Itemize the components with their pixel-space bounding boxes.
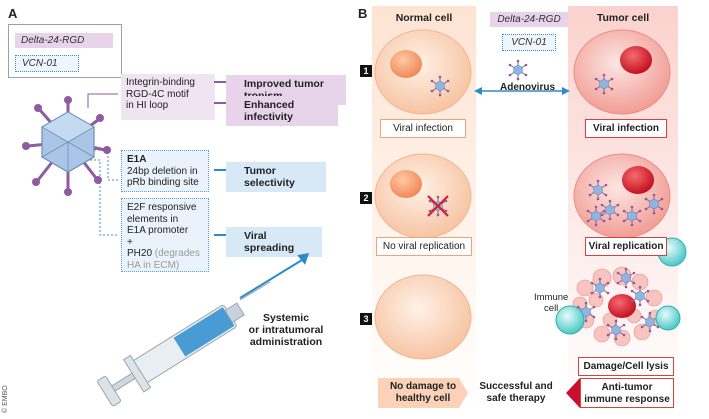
antitumor-line-1: Anti-tumor [601, 382, 653, 393]
e2f-ph20-box: E2F responsive elements in E1A promoter … [121, 198, 209, 272]
administration-label: Systemic or intratumoral administration [244, 312, 328, 348]
ph20-note-2: HA in ECM) [127, 259, 180, 271]
immune-cell-line-1: Immune [534, 292, 569, 303]
cell-lysis-cluster [572, 266, 665, 347]
rgd-line-2: RGD-4C motif [126, 88, 189, 100]
cells-illustration [374, 29, 687, 360]
injection-arrow [239, 259, 303, 299]
normal-cell-2 [374, 153, 472, 239]
normal-cell-1 [374, 29, 472, 115]
tumor-cell-1 [573, 29, 671, 115]
tumor-cell-header: Tumor cell [596, 12, 650, 24]
administration-line-2: or intratumoral [248, 324, 324, 336]
legend-tag-delta24: Delta-24-RGD [15, 33, 113, 48]
outcome-viral-spreading: Viral spreading [226, 227, 322, 257]
immune-cell-label: Immune cell [534, 292, 568, 314]
adenovirus-illustration [22, 93, 118, 236]
tag-delta24-rgd: Delta-24-RGD [490, 12, 568, 27]
normal-nucleus-2 [390, 170, 422, 198]
tumor-nucleus-1 [620, 46, 652, 74]
normal-nucleus-1 [390, 50, 422, 78]
outcome-tumor-selectivity: Tumor selectivity [226, 162, 326, 192]
therapy-line-1: Successful and [479, 381, 553, 392]
therapy-label: Successful and safe therapy [474, 381, 558, 405]
normal-cell-3 [374, 274, 472, 360]
panel-b-letter: B [358, 6, 368, 21]
e2f-line-1: E2F responsive [127, 202, 197, 213]
panel-a-letter: A [8, 6, 18, 21]
legend-tag-vcn01: VCN-01 [15, 55, 79, 72]
immune-cell-3 [655, 305, 681, 331]
outcome-infectivity: Enhanced infectivity [226, 96, 338, 126]
no-damage-line-1: No damage to [389, 381, 457, 392]
step-1-badge: 1 [360, 65, 372, 77]
e2f-line-3: E1A promoter [127, 225, 189, 236]
tumor-cell-2 [573, 153, 671, 239]
no-damage-box: No damage to healthy cell [378, 378, 468, 408]
immune-cell-1 [555, 305, 585, 335]
administration-line-3: administration [249, 336, 323, 348]
legend-box: Delta-24-RGD VCN-01 [8, 24, 122, 78]
step-2-badge: 2 [360, 192, 372, 204]
immune-cell-line-2: cell [544, 303, 559, 314]
no-damage-line-2: healthy cell [395, 393, 451, 404]
rgd-line-1: Integrin-binding [126, 77, 195, 88]
credit: © EMBO [2, 385, 9, 413]
step-3-badge: 3 [360, 313, 372, 325]
ph20-line: PH20 (degrades [127, 248, 203, 260]
e2f-line-2: elements in [127, 213, 179, 225]
normal-cell-header: Normal cell [395, 12, 453, 24]
e1a-line-1: 24bp deletion in [127, 165, 198, 177]
adenovirus-label: Adenovirus [500, 82, 556, 93]
e2f-line-4: + [127, 236, 133, 248]
damage-lysis-box: Damage/Cell lysis [578, 357, 674, 376]
tag-vcn01: VCN-01 [502, 34, 556, 51]
ph20-label: PH20 [127, 248, 153, 259]
tumor-status-replication: Viral replication [585, 237, 667, 256]
syringe-illustration [97, 253, 310, 407]
tumor-status-infection: Viral infection [585, 119, 667, 138]
normal-status-infection: Viral infection [380, 119, 466, 138]
e1a-title: E1A [127, 154, 147, 165]
therapy-line-2: safe therapy [486, 393, 546, 404]
connector-e1a [70, 149, 118, 181]
administration-line-1: Systemic [262, 312, 310, 324]
rgd-line-3: in HI loop [126, 100, 169, 111]
antitumor-line-2: immune response [584, 394, 670, 405]
connector-e2f [70, 159, 118, 236]
connector-rgd [87, 93, 118, 108]
normal-status-no-replication: No viral replication [376, 237, 472, 256]
tumor-nucleus-2 [622, 166, 654, 194]
rgd-motif-box: Integrin-binding RGD-4C motif in HI loop [121, 74, 215, 120]
ph20-note-1: (degrades [152, 248, 200, 259]
e1a-line-2: pRb binding site [127, 177, 199, 188]
antitumor-box: Anti-tumor immune response [580, 378, 674, 408]
e1a-deletion-box: E1A 24bp deletion in pRb binding site [121, 150, 209, 192]
blocked-replication-icon [427, 195, 449, 217]
